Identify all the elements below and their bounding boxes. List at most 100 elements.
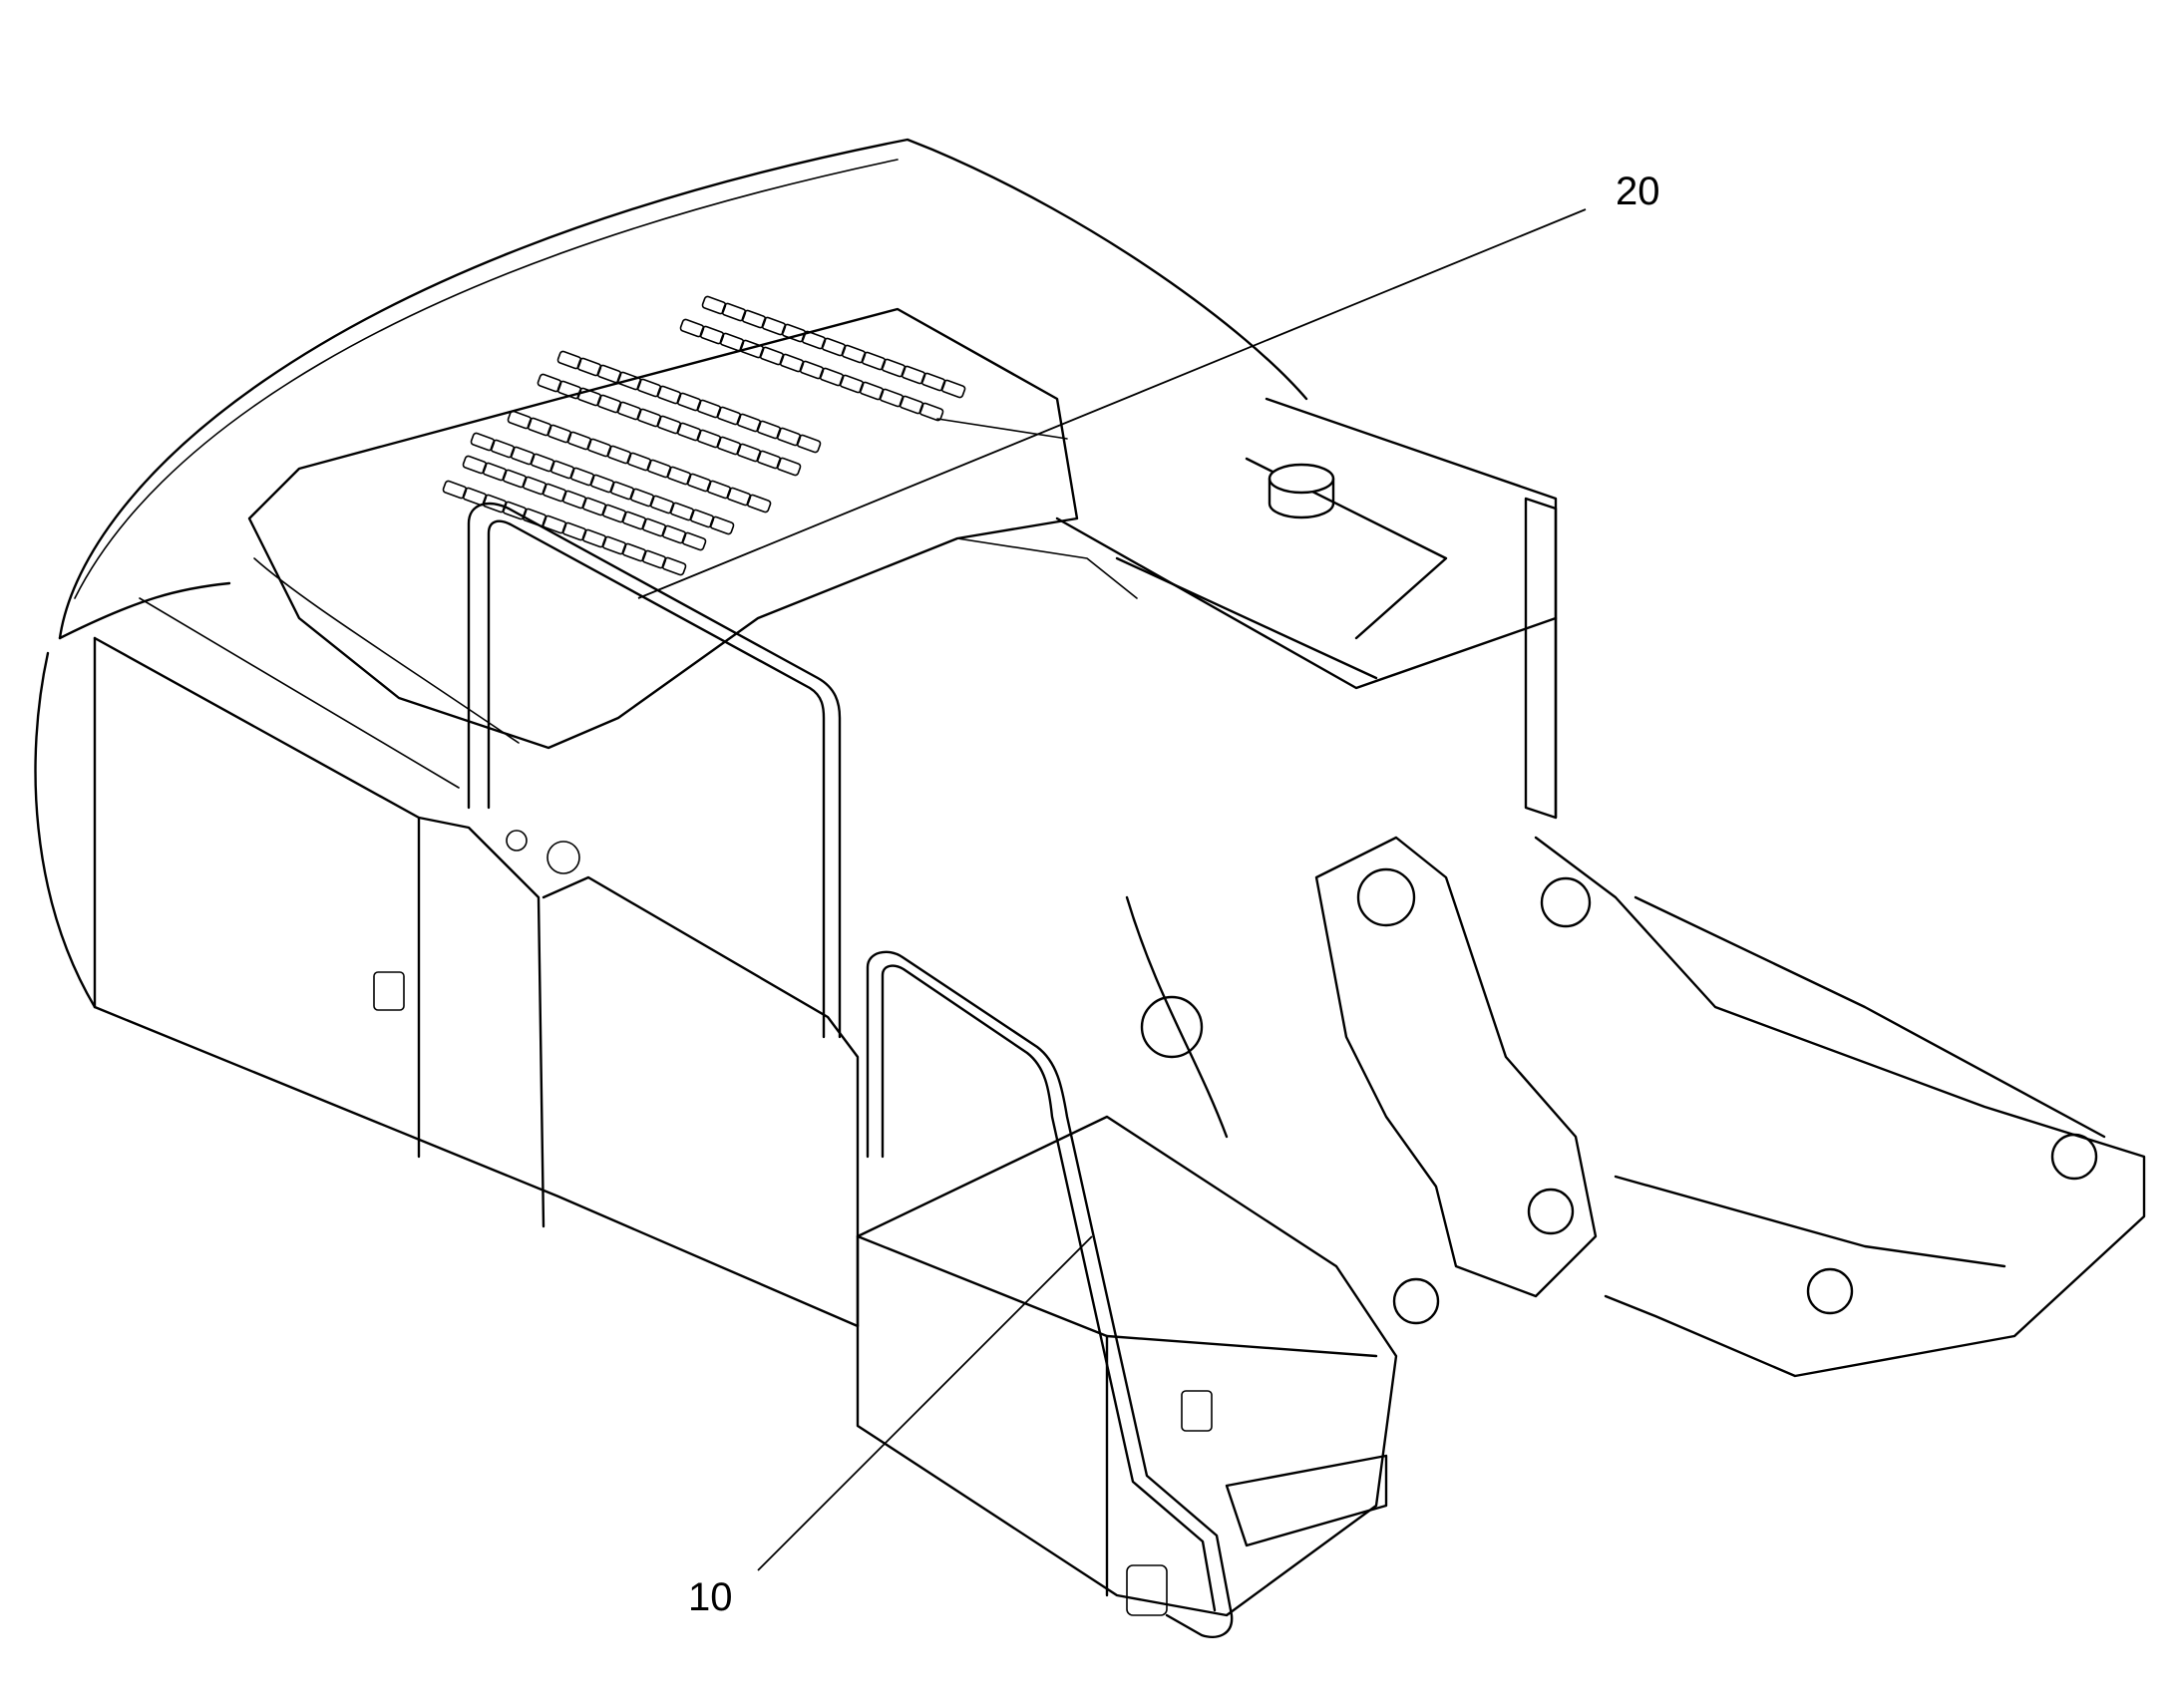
vent-slot (601, 535, 627, 555)
vent-slot (556, 380, 582, 400)
vent-slot (626, 452, 652, 472)
vent-slot (542, 514, 567, 534)
fuel-tank-panels (93, 597, 860, 1328)
vent-slot (442, 480, 468, 500)
vent-slot (859, 381, 885, 401)
vent-slot (879, 388, 905, 408)
vent-slot (696, 399, 722, 419)
vent-slot (537, 373, 562, 393)
vent-slot (556, 350, 582, 370)
vent-slot (726, 487, 752, 507)
vent-slot (741, 309, 767, 329)
counterweight (34, 138, 1308, 1328)
vent-slot (576, 387, 602, 407)
vent-slot (621, 511, 647, 530)
vent-slot (736, 443, 762, 463)
vent-slot (676, 422, 702, 442)
vent-slot (801, 330, 827, 350)
vent-slot (679, 318, 705, 338)
vent-slot (756, 420, 782, 440)
vent-slot (746, 494, 772, 513)
callout-label-20: 20 (1616, 170, 1660, 213)
vent-slot (561, 521, 587, 541)
vent-slot (756, 450, 782, 470)
vent-slot (616, 371, 642, 391)
vent-slot (542, 483, 567, 503)
cab-deck-frame (1055, 397, 1558, 820)
vent-slot (649, 495, 675, 514)
vent-slot (522, 508, 547, 527)
vent-slot (761, 316, 787, 336)
vent-slot (522, 476, 547, 496)
vent-slot (646, 459, 672, 479)
vent-slot (841, 344, 867, 364)
vent-slot (796, 434, 822, 454)
vent-slot (629, 488, 655, 508)
vent-slot (661, 524, 687, 544)
vent-slot (462, 455, 488, 475)
boom-bracket (1125, 836, 1598, 1325)
vent-slot (490, 439, 516, 459)
vent-slot (482, 462, 508, 482)
vent-slot (507, 410, 533, 430)
vent-slot (918, 402, 944, 422)
vent-slot (776, 457, 802, 477)
vent-slot (739, 339, 765, 359)
vent-slot (601, 504, 627, 523)
vent-slot (716, 436, 742, 456)
front-frame-extension (1534, 836, 2146, 1378)
vent-slot (759, 346, 785, 366)
vent-slot (549, 460, 575, 480)
vent-slot (656, 385, 682, 405)
vent-slot (666, 466, 692, 486)
vent-slot (462, 487, 488, 507)
vent-slot (799, 360, 825, 380)
handrails (467, 502, 1234, 1638)
vent-slot (470, 432, 496, 452)
vent-slot (510, 446, 536, 466)
vent-slot (689, 509, 715, 528)
vent-slot (821, 337, 847, 357)
vent-slot (596, 394, 622, 414)
vent-slot (719, 332, 745, 352)
vent-slot (901, 365, 926, 385)
vent-slot (716, 406, 742, 426)
vent-slot (699, 325, 725, 345)
vent-slot (776, 427, 802, 447)
vent-slot (546, 424, 572, 444)
vent-slot (839, 374, 865, 394)
vent-slot (609, 481, 635, 501)
vent-slot (881, 358, 907, 378)
vent-slot (736, 413, 762, 433)
vent-slot (636, 408, 662, 428)
vent-slot (819, 367, 845, 387)
vent-slot (581, 497, 607, 516)
vent-slot (621, 542, 647, 562)
vent-slot (686, 473, 712, 493)
leader-line-20 (637, 208, 1587, 599)
vent-slot (641, 517, 667, 537)
vent-slot (586, 438, 612, 458)
vent-slot (920, 372, 946, 392)
vent-slot (940, 379, 966, 399)
vent-slot (676, 392, 702, 412)
vent-slot (589, 474, 615, 494)
vent-slot (706, 480, 732, 500)
vent-slot (502, 469, 528, 489)
vent-slot (709, 515, 735, 535)
vent-slot (606, 445, 632, 465)
vent-slot (561, 490, 587, 510)
vent-slot (669, 502, 695, 521)
vent-slot (569, 467, 595, 487)
toolbox-and-step (856, 1115, 1398, 1617)
vent-slot (696, 429, 722, 449)
vent-slot (661, 556, 687, 576)
callout-label-10: 10 (688, 1575, 733, 1619)
engine-hood (247, 307, 1138, 750)
vent-slot (656, 415, 682, 435)
vent-slot (596, 364, 622, 384)
vent-slot (781, 323, 807, 343)
vent-slot (576, 357, 602, 377)
leader-line-10 (757, 1235, 1093, 1571)
vent-slot (701, 295, 727, 315)
